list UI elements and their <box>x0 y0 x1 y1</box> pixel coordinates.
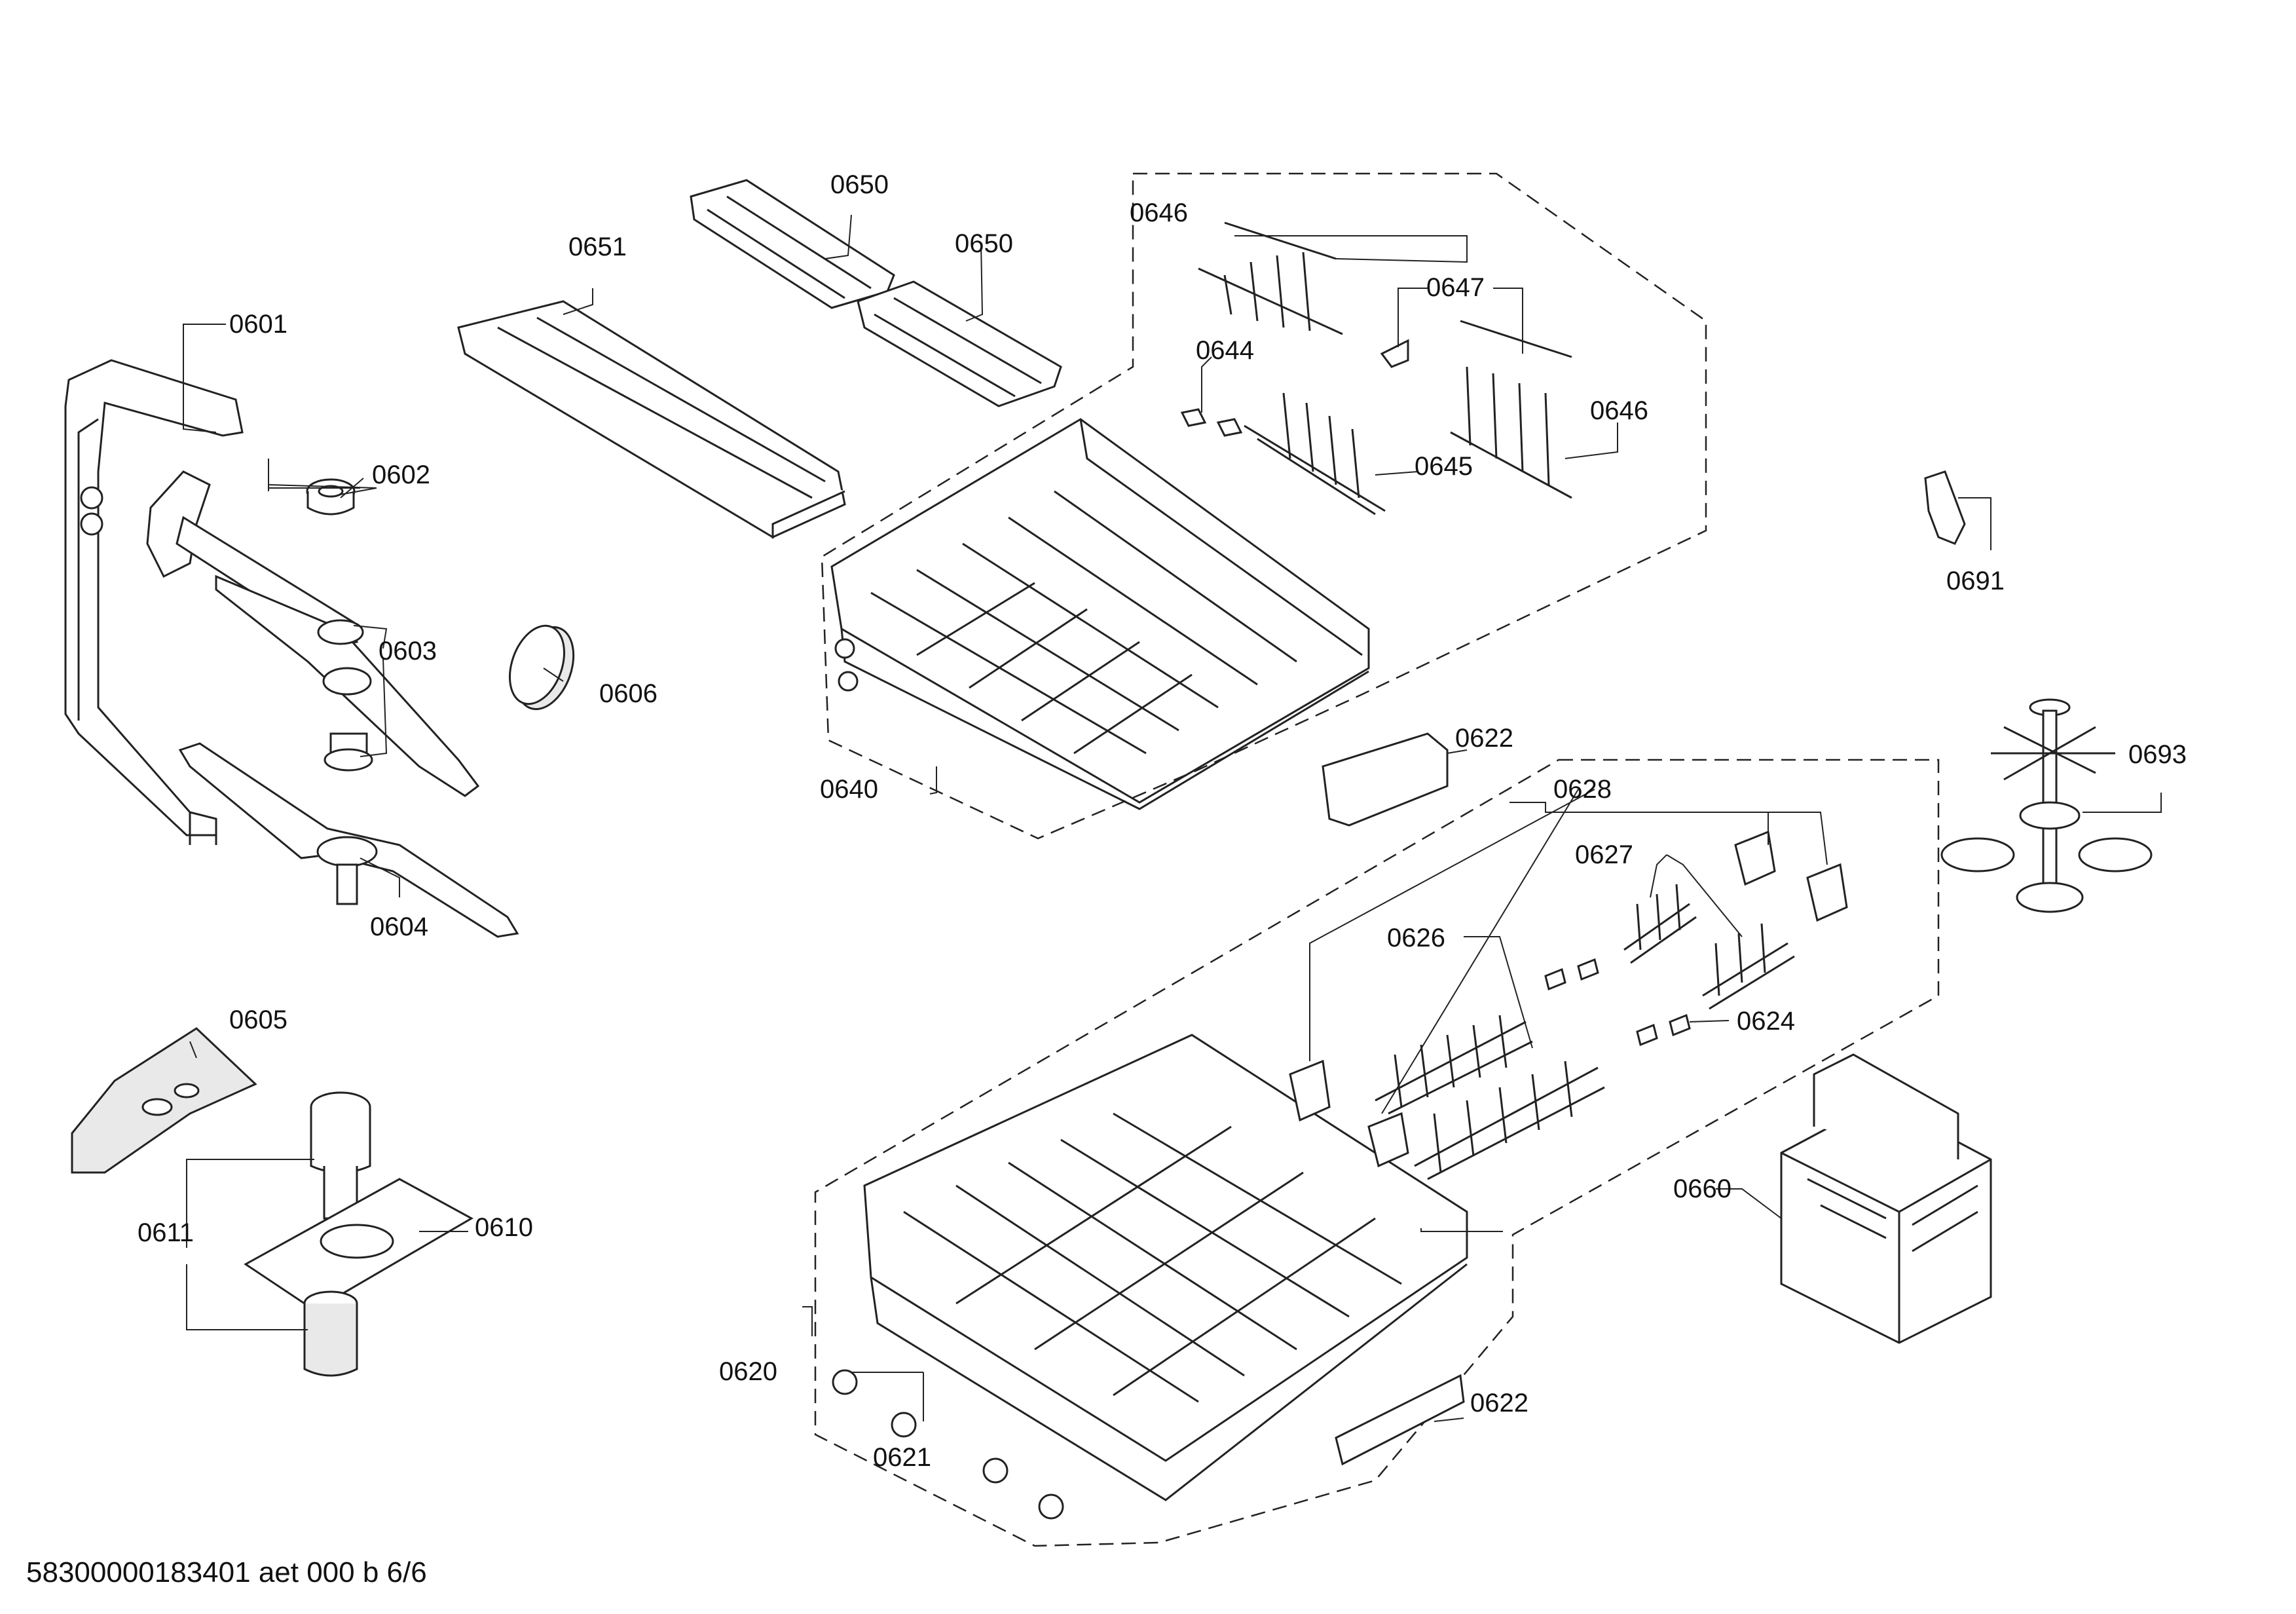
filter-disc-part <box>508 624 575 711</box>
plate-tine-row-2 <box>1414 1060 1605 1180</box>
callout-0610: 0610 <box>475 1213 533 1242</box>
wheel-part-3 <box>982 1457 1009 1484</box>
rack-clip-part <box>1180 408 1243 437</box>
mounting-clips-part <box>1544 958 1691 1047</box>
callout-0611: 0611 <box>138 1218 194 1247</box>
leader-lines <box>183 214 2162 1422</box>
wheel-part-2 <box>891 1412 917 1438</box>
upper-basket-part <box>830 418 1370 810</box>
tine-row-upper-left-part <box>1198 221 1343 335</box>
drawer-insert-part-2 <box>857 280 1062 407</box>
callout-0606: 0606 <box>599 679 657 708</box>
wheel-part-1 <box>832 1369 858 1395</box>
callout-0604: 0604 <box>370 912 428 941</box>
callout-0602: 0602 <box>372 460 430 489</box>
upper-rack-group-outline <box>821 172 1707 840</box>
callout-0693: 0693 <box>2128 740 2187 769</box>
upper-handle-part <box>1322 732 1449 827</box>
drawing-reference-footer: 58300000183401 aet 000 b 6/6 <box>26 1556 427 1588</box>
callout-0647: 0647 <box>1426 273 1485 302</box>
callout-0620: 0620 <box>719 1357 777 1386</box>
lower-handle-part <box>1335 1374 1465 1466</box>
lower-rack-group-outline <box>814 759 1940 1547</box>
callout-0644: 0644 <box>1196 336 1254 365</box>
callout-labels: 0601 0602 0603 0604 0606 0605 0611 0610 … <box>138 170 2187 1472</box>
callout-0640: 0640 <box>820 775 878 804</box>
callout-0601: 0601 <box>229 310 287 339</box>
callout-0622-1: 0622 <box>1455 724 1513 753</box>
callout-0624: 0624 <box>1737 1007 1795 1036</box>
plate-tine-row-1 <box>1375 1015 1533 1115</box>
hinge-part <box>1289 830 1848 1168</box>
tine-row-upper-right-part <box>1450 320 1572 499</box>
duct-pipe-part <box>64 359 244 845</box>
callout-0621: 0621 <box>873 1443 931 1472</box>
clip-part <box>1924 470 1966 545</box>
callout-0646-1: 0646 <box>1130 198 1188 227</box>
nozzle-part <box>306 478 356 516</box>
filter-system-part <box>244 1091 474 1377</box>
cutlery-drawer-part <box>457 300 846 539</box>
callout-0646-2: 0646 <box>1590 396 1648 425</box>
cup-tine-row-1 <box>1623 884 1697 964</box>
upper-spray-arm-part <box>146 470 480 797</box>
rotating-holder-part <box>1940 698 2153 913</box>
callout-0627: 0627 <box>1575 840 1633 869</box>
lever-part <box>1380 339 1409 368</box>
callout-0691: 0691 <box>1946 567 2005 595</box>
callout-0650-2: 0650 <box>955 229 1013 258</box>
lower-basket-part <box>863 1034 1468 1501</box>
callout-0651: 0651 <box>568 233 627 261</box>
cutlery-basket-part <box>1780 1053 1992 1344</box>
cover-part <box>71 1027 257 1174</box>
cup-shelf-part <box>1244 392 1386 516</box>
wheel-part-4 <box>1038 1493 1064 1520</box>
callout-0603: 0603 <box>379 637 437 666</box>
cup-tine-row-2 <box>1702 923 1795 1010</box>
callout-0650-1: 0650 <box>830 170 889 199</box>
callout-0605: 0605 <box>229 1005 287 1034</box>
callout-0660: 0660 <box>1673 1174 1731 1203</box>
callout-0622-2: 0622 <box>1470 1389 1528 1417</box>
callout-0626: 0626 <box>1387 924 1445 952</box>
drawer-insert-part-1 <box>690 179 895 309</box>
callout-0645: 0645 <box>1415 452 1473 481</box>
callout-0628: 0628 <box>1553 775 1612 804</box>
